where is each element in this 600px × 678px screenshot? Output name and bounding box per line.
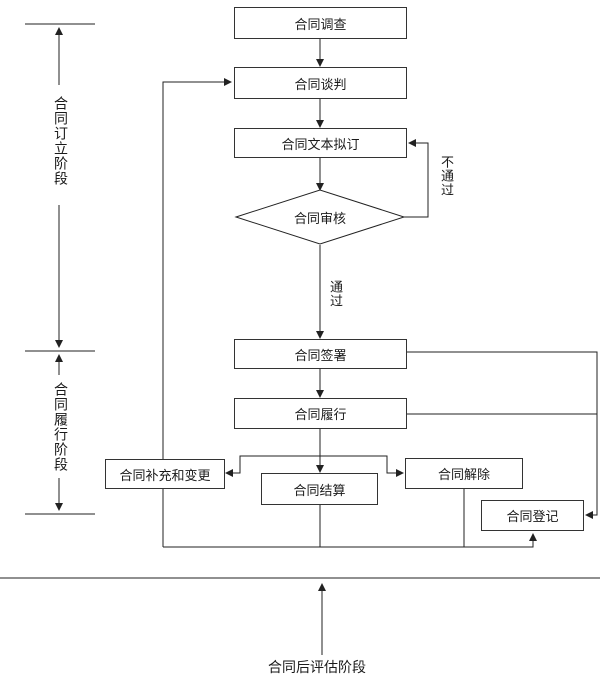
step-review-label: 合同审核	[293, 212, 346, 227]
step-performance-label: 合同履行	[294, 408, 347, 423]
step-investigate: 合同调查	[234, 7, 407, 39]
arrow-to-termination	[320, 455, 404, 477]
step-negotiate-label: 合同谈判	[294, 77, 347, 93]
arrow-supplement-to-negotiate	[162, 78, 232, 474]
phase-perform-label: 合同履行阶段	[50, 382, 70, 472]
step-settlement: 合同结算	[261, 473, 378, 505]
step-signing-label: 合同签署	[294, 348, 347, 364]
phase-sign-label: 合同订立阶段	[50, 96, 70, 186]
edge-not-pass-label: 不通过	[436, 155, 455, 197]
arrow-signing-to-registration	[407, 351, 598, 519]
edge-pass-label: 通过	[325, 280, 344, 308]
phase-post-label: 合同后评估阶段	[268, 660, 366, 676]
step-draft: 合同文本拟订	[234, 128, 407, 158]
step-supplement: 合同补充和变更	[105, 459, 225, 489]
step-draft-label: 合同文本拟订	[281, 137, 360, 153]
step-supplement-label: 合同补充和变更	[119, 468, 211, 484]
step-investigate-label: 合同调查	[294, 17, 347, 33]
step-performance: 合同履行	[234, 398, 407, 429]
step-termination-label: 合同解除	[437, 468, 490, 483]
step-registration-label: 合同登记	[506, 510, 559, 525]
arrow-not-pass-loop	[404, 139, 429, 218]
step-registration: 合同登记	[481, 500, 584, 531]
step-termination: 合同解除	[405, 458, 523, 489]
arrow-to-supplement	[225, 455, 320, 477]
arrow-bottom-to-registration	[163, 533, 537, 548]
step-signing: 合同签署	[234, 339, 407, 369]
step-negotiate: 合同谈判	[234, 67, 407, 99]
step-settlement-label: 合同结算	[293, 483, 346, 499]
